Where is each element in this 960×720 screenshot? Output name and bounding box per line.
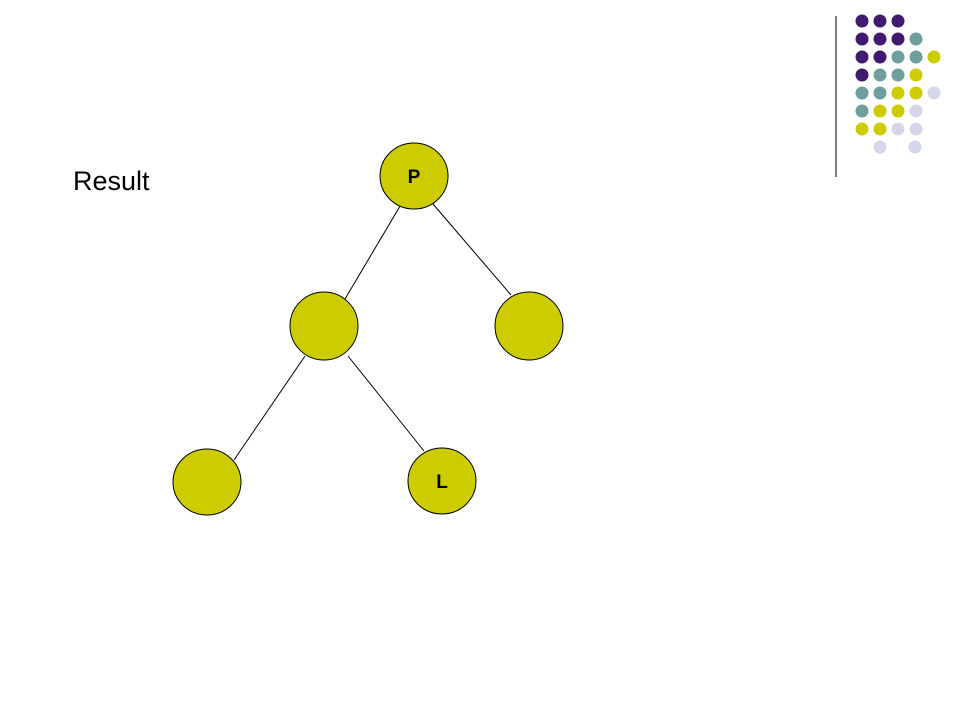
decoration-dot [855, 122, 869, 136]
decoration-dot [855, 50, 869, 64]
tree-nodes: PL [172, 142, 564, 516]
decoration-dot [927, 86, 941, 100]
decoration-dot [873, 86, 887, 100]
tree-node-left-right [407, 447, 477, 515]
tree-node-left-left [172, 448, 242, 516]
decoration-dot [891, 14, 905, 28]
decoration-dot [873, 122, 887, 136]
decoration-dot [909, 86, 923, 100]
tree-edge-root-to-right [432, 203, 512, 296]
decoration-dot [873, 14, 887, 28]
decoration-dot [891, 104, 905, 118]
tree-edges [233, 195, 512, 461]
tree-node-right [494, 291, 564, 361]
decoration-dot [873, 50, 887, 64]
decoration-dot [908, 140, 922, 154]
tree-node-root [379, 142, 449, 210]
decoration-dot [891, 50, 905, 64]
decoration-dot [891, 122, 905, 136]
tree-edge-left-to-left-right [347, 355, 425, 452]
decoration-dot [855, 68, 869, 82]
decoration-dot [909, 32, 923, 46]
decoration-dot [873, 32, 887, 46]
decoration-dot [909, 122, 923, 136]
tree-edge-root-to-left [344, 195, 407, 300]
decoration-dot [909, 104, 923, 118]
decoration-dot [891, 32, 905, 46]
decoration-dot [891, 68, 905, 82]
decoration-dot [855, 86, 869, 100]
decoration-dot [891, 86, 905, 100]
tree-node-label-left-right: L [436, 472, 448, 493]
decoration-dot [909, 68, 923, 82]
decoration-dot [873, 68, 887, 82]
decoration-dot [873, 104, 887, 118]
decoration-dot [855, 104, 869, 118]
corner-dot-decoration [855, 14, 941, 154]
tree-edge-left-to-left-left [233, 355, 306, 461]
decoration-dot [855, 14, 869, 28]
decoration-dot [855, 32, 869, 46]
decoration-dot [873, 140, 887, 154]
slide-title: Result [73, 166, 150, 196]
tree-node-label-root: P [408, 167, 421, 188]
decoration-dot [909, 50, 923, 64]
decoration-dot [927, 50, 941, 64]
tree-node-left [289, 291, 359, 361]
